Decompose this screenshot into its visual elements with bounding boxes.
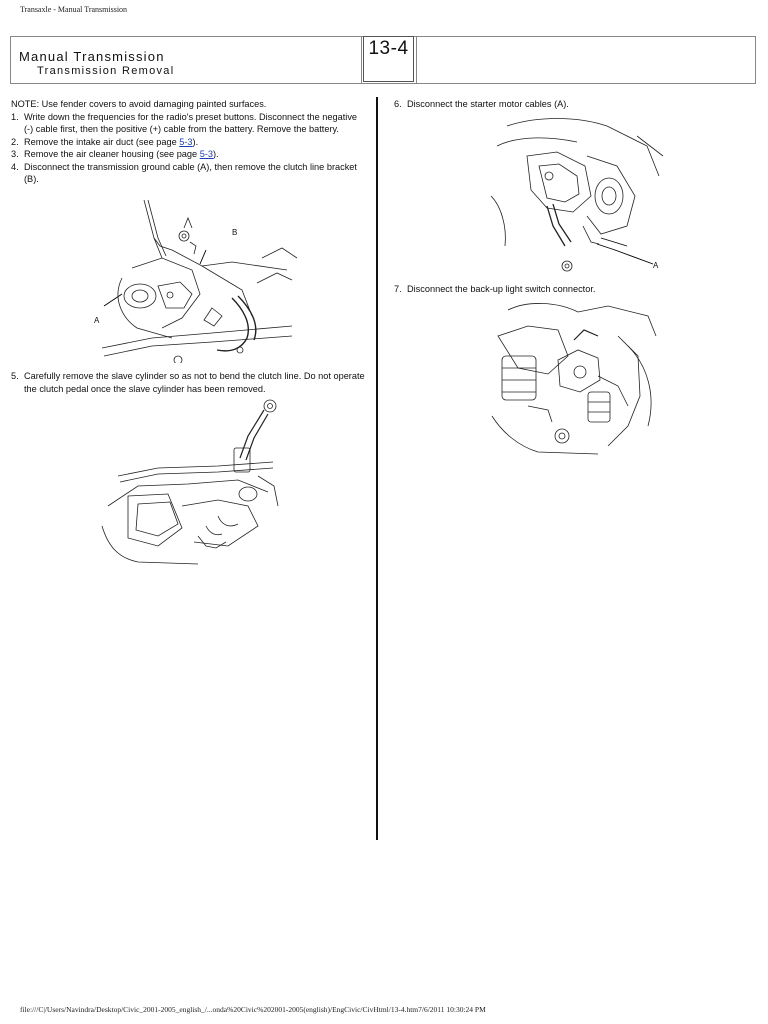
left-column: NOTE: Use fender covers to avoid damagin… xyxy=(11,98,366,186)
step-number: 2. xyxy=(11,136,19,147)
backup-light-switch-illustration xyxy=(488,296,660,458)
column-divider xyxy=(376,97,378,840)
step-4: 4. Disconnect the transmission ground ca… xyxy=(11,161,366,186)
step-number: 4. xyxy=(11,161,19,172)
page-link-5-3[interactable]: 5-3 xyxy=(199,149,213,159)
page-link-5-3[interactable]: 5-3 xyxy=(179,136,193,147)
step-number: 7. xyxy=(394,284,402,294)
browser-page-title: Transaxle - Manual Transmission xyxy=(20,5,128,14)
callout-a: A xyxy=(653,261,659,270)
step-text: Disconnect the back-up light switch conn… xyxy=(407,284,596,294)
ground-cable-illustration: A B xyxy=(92,198,302,363)
step-2: 2. Remove the intake air duct (see page … xyxy=(11,136,366,149)
header-blank-cell xyxy=(416,37,755,83)
starter-motor-illustration: A xyxy=(487,116,667,276)
step-text: Remove the air cleaner housing (see page xyxy=(24,149,200,159)
step-number: 5. xyxy=(11,371,19,381)
header-title-block: Manual Transmission Transmission Removal xyxy=(11,37,362,83)
step-6: 6. Disconnect the starter motor cables (… xyxy=(394,98,754,111)
callout-b: B xyxy=(232,228,238,237)
right-column-lower: 7. Disconnect the back-up light switch c… xyxy=(394,283,754,296)
step-7: 7. Disconnect the back-up light switch c… xyxy=(394,283,754,296)
left-column-lower: 5. Carefully remove the slave cylinder s… xyxy=(11,370,366,395)
right-column: 6. Disconnect the starter motor cables (… xyxy=(394,98,754,111)
section-number: 13-4 xyxy=(363,36,414,82)
step-number: 1. xyxy=(11,111,19,122)
step-number: 6. xyxy=(394,99,402,109)
step-text: Carefully remove the slave cylinder so a… xyxy=(24,371,365,394)
page-subtitle: Transmission Removal xyxy=(37,65,175,77)
page-title: Manual Transmission xyxy=(19,49,165,64)
note-text: NOTE: Use fender covers to avoid damagin… xyxy=(11,99,267,109)
step-text: Remove the intake air duct (see page xyxy=(24,136,180,147)
step-1: 1. Write down the frequencies for the ra… xyxy=(11,111,366,136)
step-number: 3. xyxy=(11,149,19,159)
step-text: Disconnect the transmission ground cable… xyxy=(24,161,357,185)
slave-cylinder-illustration xyxy=(98,396,288,566)
step-3: 3. Remove the air cleaner housing (see p… xyxy=(11,148,366,161)
step-5: 5. Carefully remove the slave cylinder s… xyxy=(11,370,366,395)
step-text: Write down the frequencies for the radio… xyxy=(24,111,358,135)
step-text-end: ). xyxy=(192,136,199,147)
print-footer-url: file:///C|/Users/Navindra/Desktop/Civic_… xyxy=(20,1005,486,1014)
callout-a: A xyxy=(94,316,100,325)
step-text: Disconnect the starter motor cables (A). xyxy=(407,99,569,109)
section-header: Manual Transmission Transmission Removal… xyxy=(10,36,756,84)
step-text-end: ). xyxy=(212,149,219,159)
